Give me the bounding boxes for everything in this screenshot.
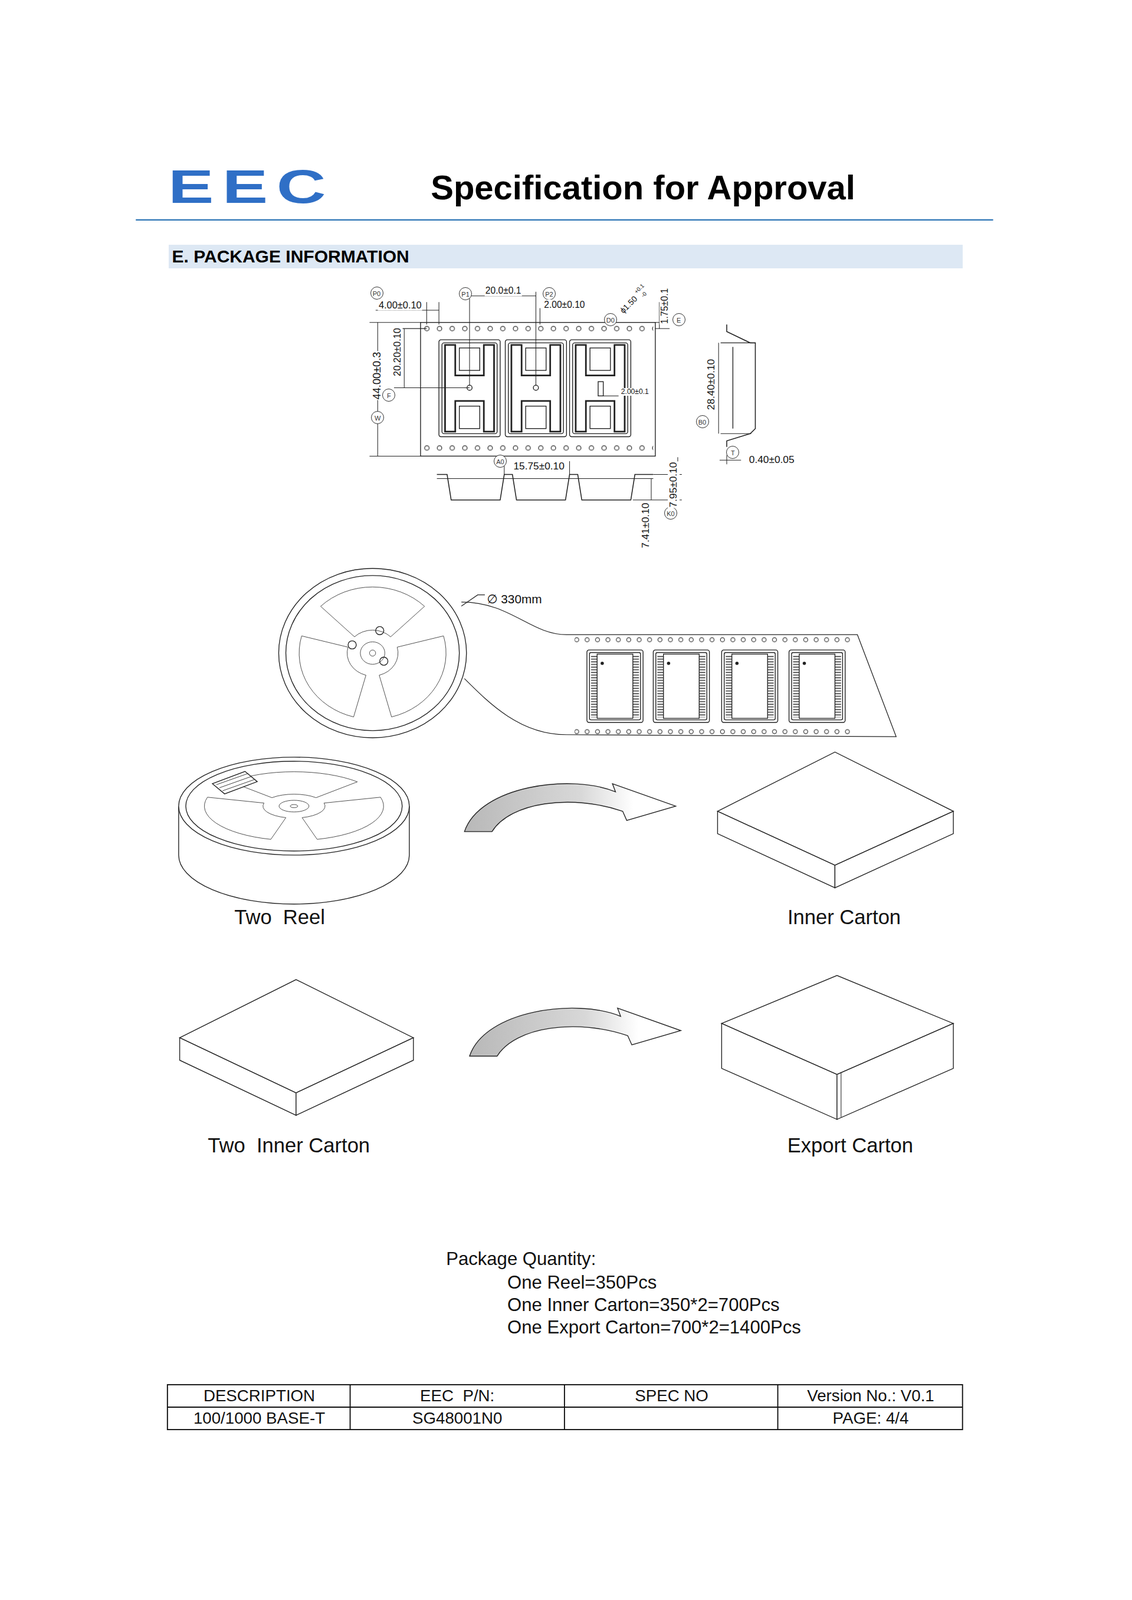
circled-reference: P2 xyxy=(542,287,556,301)
circled-reference: E xyxy=(672,313,686,327)
dimension-label: 1.75±0.1 xyxy=(659,287,671,326)
reel-3d xyxy=(178,757,410,905)
header-rule xyxy=(135,219,993,221)
component-in-pocket xyxy=(721,650,778,723)
dimension-label: 15.75±0.10 xyxy=(512,460,565,473)
circled-reference: P1 xyxy=(458,287,472,301)
dimension-label: 20.20±0.10 xyxy=(391,327,403,377)
quantity-note: One Reel=350Pcs xyxy=(507,1272,657,1294)
reel-front-view xyxy=(278,568,897,738)
component-in-pocket xyxy=(789,650,846,723)
quantity-note: Package Quantity: xyxy=(445,1248,596,1271)
dimension-label: 20.0±0.1 xyxy=(484,285,523,297)
export-carton xyxy=(721,975,954,1120)
table-cell: DESCRIPTION xyxy=(203,1386,316,1406)
circled-reference: W xyxy=(371,411,385,425)
dimension-label: 0.40±0.05 xyxy=(748,454,796,467)
stage-caption: Two Reel xyxy=(234,906,326,930)
stage-caption: Two Inner Carton xyxy=(207,1134,370,1158)
stage-caption: Export Carton xyxy=(787,1134,914,1158)
table-cell: SPEC NO xyxy=(634,1386,709,1406)
circled-reference: A0 xyxy=(493,454,507,468)
circled-reference: K0 xyxy=(664,506,678,520)
circled-reference: F xyxy=(382,388,396,402)
section-heading: E. PACKAGE INFORMATION xyxy=(172,246,410,267)
component-in-pocket xyxy=(653,650,710,723)
dimension-label: 7.95±0.10 xyxy=(667,461,680,509)
table-cell: 100/1000 BASE-T xyxy=(193,1409,326,1429)
reel-windows xyxy=(204,772,384,841)
dimension-label: 4.00±0.10 xyxy=(378,299,423,311)
stage-caption: Inner Carton xyxy=(787,906,901,930)
flow-arrow xyxy=(469,1008,681,1056)
dimension-label: 44.00±0.3 xyxy=(370,350,383,400)
dimension-label: 2.00±0.1 xyxy=(620,388,650,397)
circled-reference: B0 xyxy=(696,415,710,429)
tolerance-label: -0 xyxy=(639,290,649,300)
dimension-label: 7.41±0.10 xyxy=(640,502,652,550)
dimension-label: 2.00±0.10 xyxy=(543,299,586,311)
carrier-tape-drawing xyxy=(369,291,756,501)
page-title: Specification for Approval xyxy=(430,168,856,208)
table-cell: Version No.: V0.1 xyxy=(806,1386,934,1406)
footer-table xyxy=(167,1385,963,1430)
table-cell: PAGE: 4/4 xyxy=(832,1409,910,1429)
circled-reference: T xyxy=(726,445,740,459)
quantity-note: One Export Carton=700*2=1400Pcs xyxy=(507,1317,802,1339)
reel-diameter-label: ∅ 330mm xyxy=(486,592,542,607)
two-inner-cartons xyxy=(179,979,414,1116)
quantity-note: One Inner Carton=350*2=700Pcs xyxy=(507,1294,780,1317)
logo-text: EEC xyxy=(168,163,335,211)
inner-carton xyxy=(717,752,954,888)
reel-windows xyxy=(299,586,446,717)
table-cell: EEC P/N: xyxy=(420,1386,495,1406)
dimension-label: ϕ1.50 xyxy=(617,294,640,317)
component-in-pocket xyxy=(586,650,643,723)
dimension-label: 28.40±0.10 xyxy=(705,358,718,411)
circled-reference: P0 xyxy=(370,286,384,300)
flow-arrow xyxy=(464,783,676,832)
table-cell: SG48001N0 xyxy=(412,1409,502,1429)
circled-reference: D0 xyxy=(604,313,618,327)
section-band: E. PACKAGE INFORMATION xyxy=(168,244,963,269)
